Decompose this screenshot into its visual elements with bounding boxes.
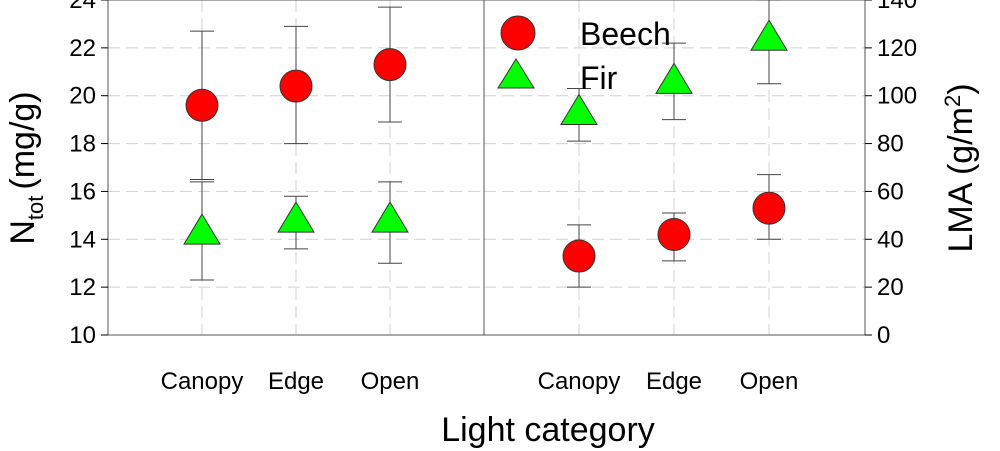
right-y-axis-title: LMA (g/m2) [940, 83, 980, 252]
right-category-label: Open [740, 368, 799, 395]
right-fir-point [655, 62, 693, 94]
left-y-tick-label: 16 [69, 178, 96, 205]
right-category-label: Edge [646, 368, 702, 395]
right-y-tick-label: 120 [877, 35, 917, 62]
left-category-label: Open [361, 368, 420, 395]
left-beech-point [279, 69, 313, 103]
right-y-axis-title-tail: ) [942, 83, 980, 94]
right-y-tick-label: 40 [877, 226, 904, 253]
left-y-axis: 10 12 14 16 18 20 22 24 [69, 0, 108, 349]
legend-beech-marker [500, 15, 536, 51]
right-beech-point [752, 191, 786, 225]
left-y-tick-label: 22 [69, 35, 96, 62]
right-series-fir [560, 0, 788, 142]
left-y-axis-title: Ntot (mg/g) [4, 91, 48, 244]
left-y-tick-label: 14 [69, 226, 96, 253]
right-y-axis-title-main: LMA (g/m [942, 107, 980, 252]
right-y-tick-label: 20 [877, 274, 904, 301]
left-y-tick-label: 10 [69, 322, 96, 349]
right-series-beech [562, 174, 786, 288]
legend: Beech Fir [497, 15, 671, 96]
right-y-axis-title-superscript: 2 [940, 95, 965, 107]
right-panel-frame [483, 0, 866, 336]
legend-fir-marker [497, 58, 535, 89]
x-axis-title: Light category [441, 411, 655, 449]
left-series-fir [183, 181, 409, 281]
left-y-tick-label: 18 [69, 131, 96, 158]
left-category-label: Edge [268, 368, 324, 395]
legend-fir-label: Fir [580, 60, 618, 96]
data-markers [183, 0, 788, 288]
right-y-axis: 0 20 40 60 80 100 120 140 [865, 0, 917, 349]
right-y-tick-label: 140 [877, 0, 917, 14]
legend-beech-label: Beech [580, 16, 671, 52]
category-labels: Canopy Edge Open Canopy Edge Open [161, 368, 799, 395]
left-y-tick-label: 12 [69, 274, 96, 301]
left-category-label: Canopy [161, 368, 244, 395]
left-beech-point [185, 88, 219, 122]
right-fir-point [560, 93, 598, 125]
right-y-tick-label: 100 [877, 83, 917, 110]
right-y-tick-label: 0 [877, 322, 890, 349]
right-beech-point [657, 218, 691, 251]
left-fir-point [371, 201, 409, 233]
right-beech-point [562, 239, 596, 273]
right-y-tick-label: 80 [877, 131, 904, 158]
left-series-beech [185, 6, 407, 180]
left-y-axis-title-subscript: tot [23, 196, 48, 220]
left-fir-point [183, 213, 221, 245]
left-y-axis-title-main: N [4, 220, 42, 245]
left-fir-point [277, 201, 315, 233]
left-y-tick-label: 20 [69, 83, 96, 110]
right-fir-point [750, 19, 788, 51]
left-y-tick-label: 24 [69, 0, 96, 14]
right-y-tick-label: 60 [877, 178, 904, 205]
left-beech-point [373, 48, 407, 82]
left-y-axis-title-unit: (mg/g) [4, 91, 42, 189]
right-category-label: Canopy [538, 368, 621, 395]
